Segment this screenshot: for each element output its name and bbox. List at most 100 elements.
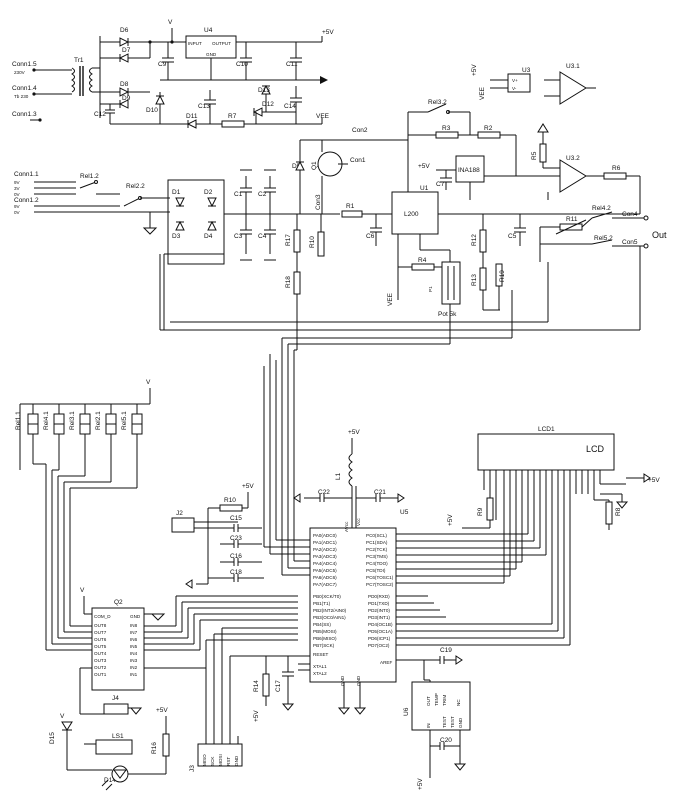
tr1-label: Tr1 <box>74 57 84 64</box>
u5-portb-labels: PB0(XCK/T0) PB1(T1) PB2(INT2/AIN0) PB3(O… <box>313 594 347 648</box>
resistor-r13 <box>479 267 487 291</box>
d9-label: D9 <box>122 95 131 102</box>
potentiometer-p1 <box>441 261 461 305</box>
gnd-label-2: GND <box>356 675 361 686</box>
d15-label: D15 <box>49 732 56 744</box>
relay-coil-rel3 <box>79 404 91 476</box>
gnd-label-1: GND <box>340 675 345 686</box>
resistor-r3 <box>435 131 459 139</box>
q2-in-2: IN6 <box>130 637 138 642</box>
u3-vplus: V+ <box>512 78 518 83</box>
capacitor-c11 <box>290 42 302 80</box>
r8-label: R8 <box>615 507 622 516</box>
capacitor-c7 <box>440 170 452 190</box>
vcc-label: Vcc <box>356 518 361 526</box>
capacitor-c9 <box>162 42 174 80</box>
pd-6: PD6(ICP1) <box>368 636 391 641</box>
xtal1-label: XTAL1 <box>313 664 327 669</box>
capacitor-c6 <box>370 214 382 246</box>
lcd-section: LCD1 LCD +5V R9 +5V R8 <box>447 426 660 530</box>
q2-in-7: IN1 <box>130 672 138 677</box>
opamp-u31 <box>559 71 587 105</box>
pot-label: Pot 5k <box>438 311 457 318</box>
diode-d15 <box>61 721 73 731</box>
u4-gnd-label: GND <box>206 52 217 57</box>
vee-label-mid: VEE <box>387 292 394 306</box>
r6-label: R6 <box>612 165 621 172</box>
pd-5: PD5(OC1A) <box>368 629 393 634</box>
pb-5: PB5(MOSI) <box>313 629 337 634</box>
rel12-label: Rel1.2 <box>80 173 99 180</box>
d3-label: D3 <box>172 233 181 240</box>
rel42-label: Rel4.2 <box>592 205 611 212</box>
com-label-1: 0V <box>14 210 21 215</box>
opamp-u32 <box>559 159 587 193</box>
pd-0: PD0(RXD) <box>368 594 390 599</box>
resistor-r7 <box>221 120 245 128</box>
r5-label: R5 <box>531 151 538 160</box>
sec-label-1: 3V <box>14 186 21 191</box>
pc-6: PC6(TOSC1) <box>366 575 394 580</box>
sec-label-0: 9V <box>14 180 21 185</box>
u6-label: U6 <box>403 707 410 716</box>
d4-label: D4 <box>204 233 213 240</box>
diode-d12 <box>252 107 263 117</box>
com-label-0: 9V <box>14 204 21 209</box>
resistor-r2 <box>477 131 501 139</box>
pb-3: PB3(OC0/AIN1) <box>313 615 346 620</box>
v5-label-r10: +5V <box>242 483 254 490</box>
u6-pin2-2: TEST <box>450 716 455 728</box>
q2-in-6: IN2 <box>130 665 138 670</box>
pd-2: PD2(INT0) <box>368 608 390 613</box>
pd-1: PD1(TXD) <box>368 601 390 606</box>
c17-label: C17 <box>275 680 282 692</box>
q2-out-0: OUT8 <box>94 623 107 628</box>
resistor-r6 <box>603 172 627 180</box>
r11-label: R11 <box>566 216 578 223</box>
u4-label: U4 <box>204 27 213 34</box>
lcd1-label: LCD1 <box>538 426 555 433</box>
c14-label: C14 <box>284 103 296 110</box>
crystal-section: J2 +5V R10 C15 C23 C16 C18 <box>171 483 264 589</box>
c19-label: C19 <box>440 647 452 654</box>
c3-label: C3 <box>234 233 243 240</box>
q2-in-1: IN7 <box>130 630 138 635</box>
pd-7: PD7(OC2) <box>368 643 390 648</box>
r1-label: R1 <box>346 203 355 210</box>
resistor-r14 <box>262 673 270 697</box>
q2-out-7: OUT1 <box>94 672 107 677</box>
diode-d6 <box>119 37 130 47</box>
q2-out-3: OUT5 <box>94 644 107 649</box>
q2-driver-section: V Q2 COM_D GND OUT8 OUT7 OUT6 OUT5 OUT4 … <box>46 587 298 791</box>
conn15-label: Conn1.5 <box>12 61 37 68</box>
u31-label: U3.1 <box>566 63 580 70</box>
resistor-r16 <box>162 733 170 757</box>
capacitor-c18-reset <box>282 656 294 704</box>
q1-label: Q1 <box>311 161 318 170</box>
j3-pin-1: SCK <box>210 756 215 766</box>
v5-label-u3: +5V <box>471 64 478 76</box>
c18-label: C18 <box>230 569 242 576</box>
pa-1: PA1(ADC1) <box>313 540 337 545</box>
d11-label: D11 <box>186 113 198 120</box>
pc-0: PC0(SCL) <box>366 533 387 538</box>
xtal2-label: XTAL2 <box>313 671 327 676</box>
d5-label: D5 <box>292 163 301 170</box>
pc-2: PC2(TCK) <box>366 547 388 552</box>
relay-switch-rel52 <box>591 239 613 245</box>
u6-pin2-0: IN <box>426 723 431 728</box>
v5-label-r16: +5V <box>156 707 168 714</box>
q2-out-labels: OUT8 OUT7 OUT6 OUT5 OUT4 OUT3 OUT2 OUT1 <box>94 623 107 677</box>
diode-d10 <box>155 94 165 105</box>
r16-label: R16 <box>151 742 158 754</box>
u5-portd-labels: PD0(RXD) PD1(TXD) PD2(INT0) PD3(INT1) PD… <box>368 594 393 648</box>
r19-label: R19 <box>499 270 506 282</box>
con1-label: Con1 <box>350 157 366 164</box>
relay-switch-rel42 <box>591 211 613 219</box>
u3-section: +5V VEE U3 V+ V- U3.1 <box>471 63 596 105</box>
lcd-text: LCD <box>586 444 605 454</box>
j3-pin-0: MISO <box>202 754 207 766</box>
c4-label: C4 <box>258 233 267 240</box>
relay-switch-rel12 <box>79 181 97 189</box>
